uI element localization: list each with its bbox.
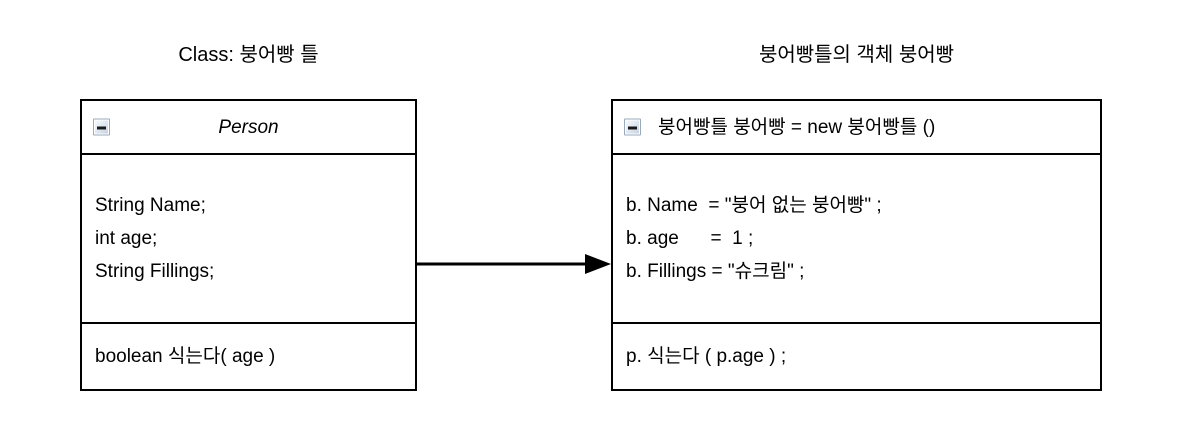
class-attribute-row: String Name; [95, 195, 206, 216]
collapse-minus-icon[interactable] [624, 118, 641, 136]
class-attribute-row: String Fillings; [95, 261, 215, 282]
object-attributes-section: b. Name = "붕어 없는 붕어빵" ; b. age = 1 ; b. … [613, 155, 1100, 324]
class-method-row: boolean 식는다( age ) [95, 346, 276, 367]
object-diagram-title: 붕어빵틀의 객체 붕어빵 [758, 44, 955, 66]
object-box[interactable]: 붕어빵틀 붕어빵 = new 붕어빵틀 () b. Name = "붕어 없는 … [611, 99, 1102, 391]
class-diagram-title: Class: 붕어빵 틀 [178, 44, 319, 66]
object-methods-section: p. 식는다 ( p.age ) ; [613, 324, 1100, 389]
class-attributes-section: String Name; int age; String Fillings; [82, 155, 415, 324]
class-name-label: Person [218, 116, 279, 138]
class-box[interactable]: Person String Name; int age; String Fill… [80, 99, 417, 391]
object-attribute-row: b. Name = "붕어 없는 붕어빵" ; [626, 195, 882, 216]
collapse-minus-icon[interactable] [93, 118, 110, 136]
class-methods-section: boolean 식는다( age ) [82, 324, 415, 389]
object-attribute-row: b. Fillings = "슈크림" ; [626, 261, 805, 282]
object-declaration-label: 붕어빵틀 붕어빵 = new 붕어빵틀 () [658, 116, 936, 138]
class-box-header[interactable]: Person [82, 101, 415, 155]
instantiation-arrow [417, 254, 611, 274]
object-attribute-row: b. age = 1 ; [626, 228, 754, 249]
class-attribute-row: int age; [95, 228, 158, 249]
object-box-header[interactable]: 붕어빵틀 붕어빵 = new 붕어빵틀 () [613, 101, 1100, 155]
object-method-row: p. 식는다 ( p.age ) ; [626, 346, 787, 367]
